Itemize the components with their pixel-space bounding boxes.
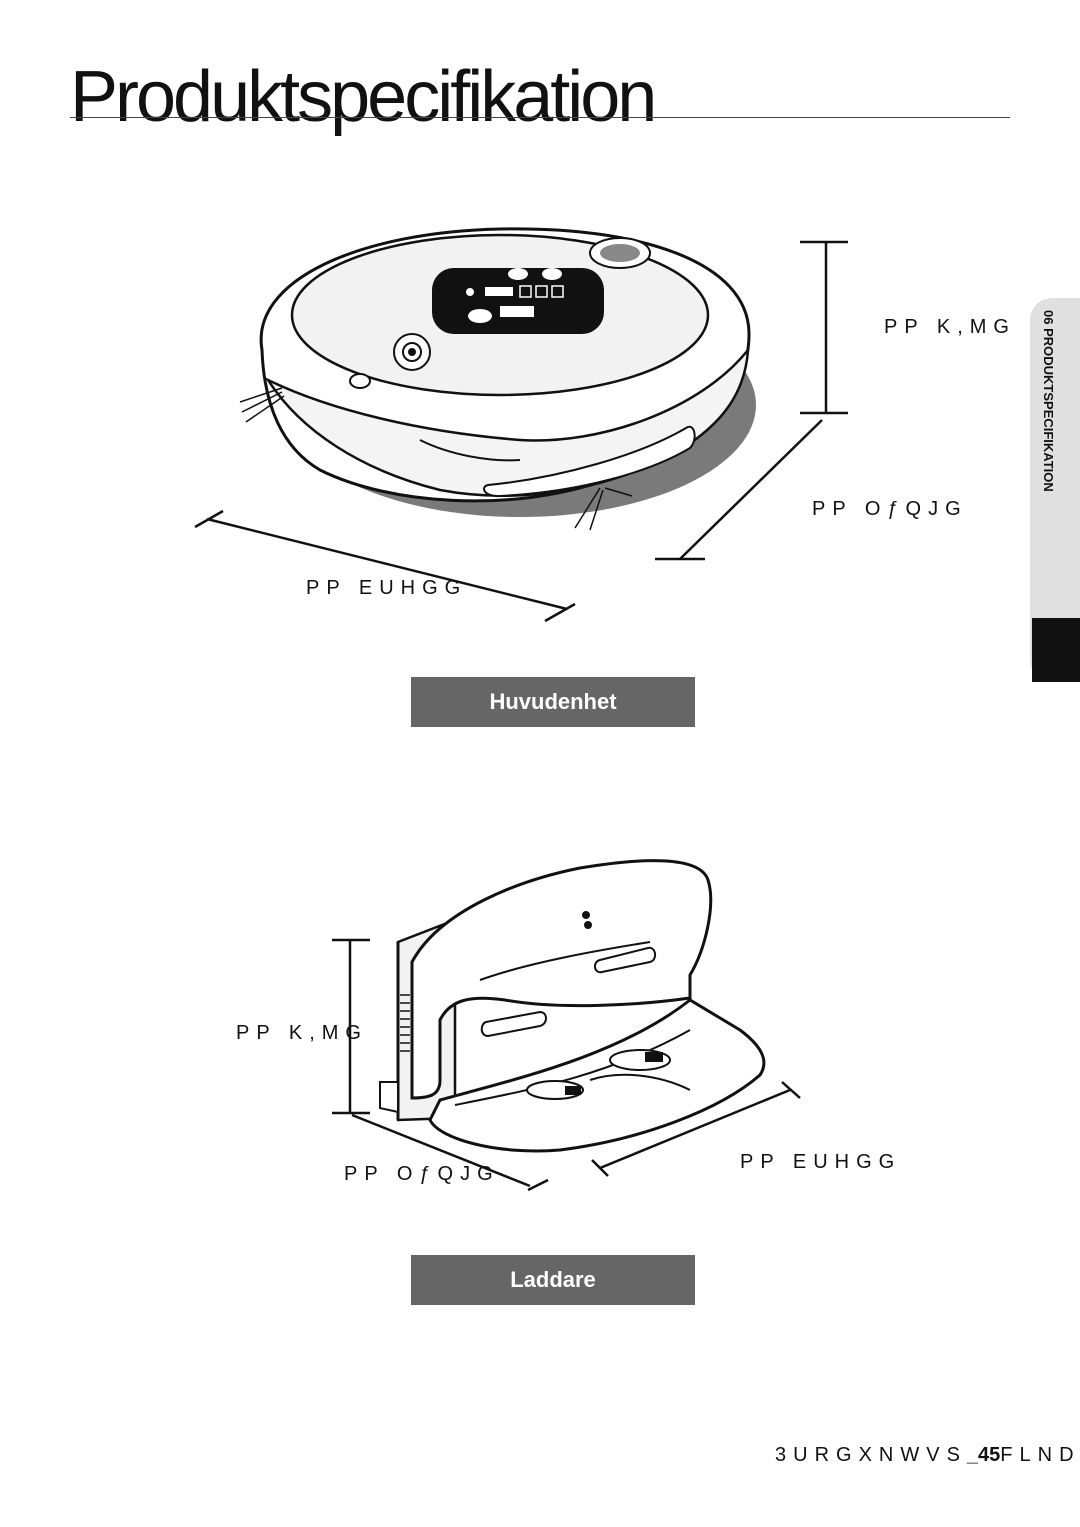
footer-text-start: 3URGXNWVS	[775, 1444, 967, 1466]
section-tab-label: 06 PRODUKTSPECIFIKATION	[1041, 310, 1056, 492]
charger-width-label: PP EUHGG	[740, 1151, 902, 1173]
charger-illustration	[332, 859, 801, 1192]
page-number: _45	[966, 1444, 1001, 1466]
page-title: Produktspecifikation	[70, 57, 657, 137]
charger-caption: Laddare	[411, 1255, 695, 1305]
section-tab-marker	[1032, 618, 1080, 682]
robot-illustration	[194, 227, 848, 623]
main-unit-length-label: PP OƒQJG	[812, 498, 968, 520]
main-unit-caption: Huvudenhet	[411, 677, 695, 727]
page-footer: 3URGXNWVS_45FLND	[775, 1444, 1080, 1474]
main-unit-height-label: PP K,MG	[884, 316, 1016, 338]
charger-height-label: PP K,MG	[236, 1022, 368, 1044]
charger-length-label: PP OƒQJG	[344, 1163, 500, 1185]
footer-text-end: FLND	[1000, 1444, 1080, 1466]
main-unit-width-label: PP EUHGG	[306, 577, 468, 599]
title-divider	[70, 117, 1010, 118]
